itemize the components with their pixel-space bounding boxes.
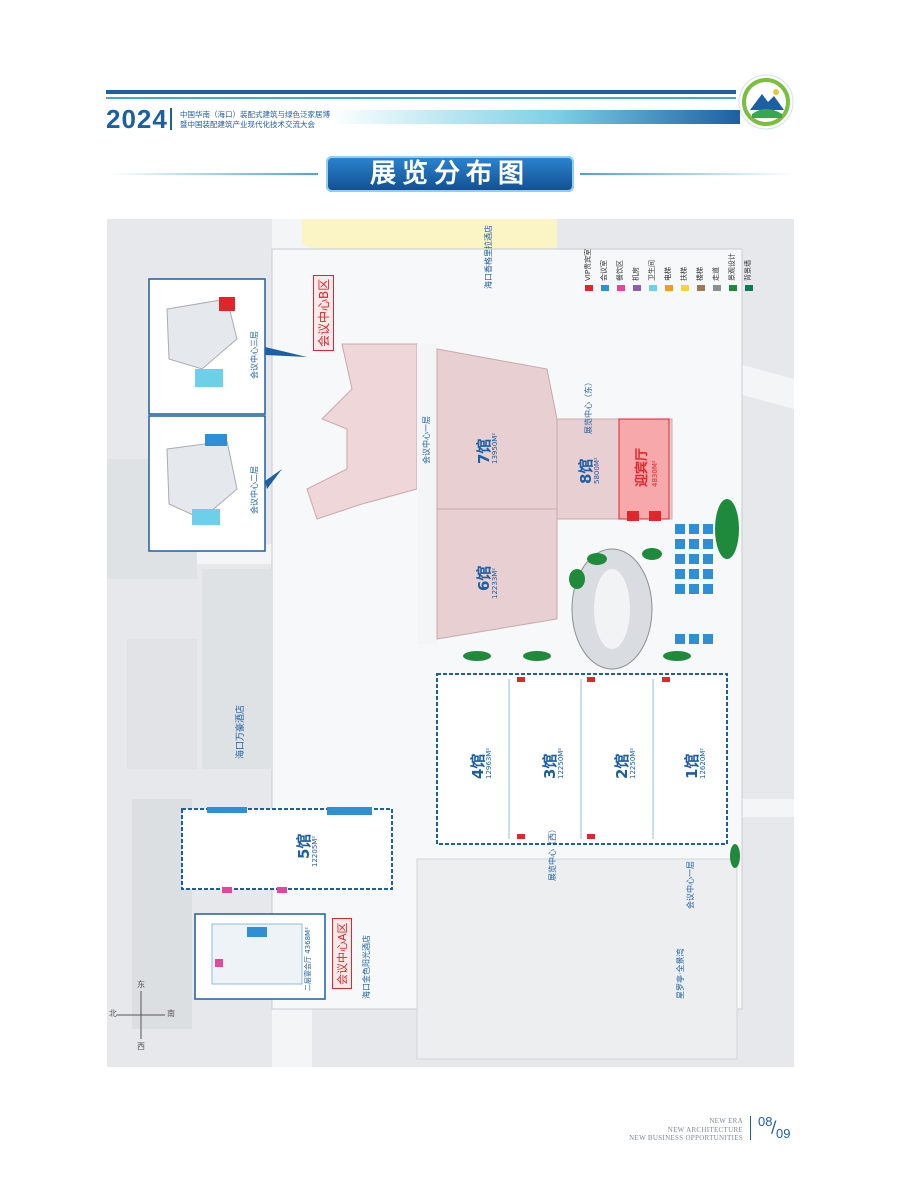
hall-6-area: 12233M² [491,567,499,599]
header-subtitle-1: 中国华南（海口）装配式建筑与绿色泛家居博览会 [180,110,345,119]
section-title: 展览分布图 [369,159,530,189]
compass-east: 东 [137,980,145,989]
legend-label: 景观设计 [728,253,736,281]
legend-item [665,285,673,291]
header-rule [106,90,736,94]
header-rule-thin [106,97,736,99]
section-title-box [326,156,574,192]
conf-b-1f-label: 会议中心一层 [422,416,431,464]
conf-1f-label: 会议中心一层 [686,861,695,909]
header-subtitle-2: 暨中国装配建筑产业现代化技术交流大会 [180,120,315,129]
conf-a-label: 会议中心A区 [332,918,352,989]
expo-west-label: 展览中心（西） [548,825,557,881]
compass-south: 南 [167,1009,175,1018]
plaza-label: 星罗亭·全景湾 [676,948,685,999]
legend-item [745,285,753,291]
expo-east-label: 展览中心（东） [584,378,593,434]
legend-label: 卫生间 [648,260,656,281]
footer-line-1: NEW ERA [709,1117,743,1125]
page-number-right: 09 [776,1126,791,1141]
hotel-left-label: 海口万豪酒店 [236,704,246,759]
conf-b-3f-label: 会议中心三层 [250,331,259,379]
legend-label: 电梯 [664,267,672,281]
footer-slogan: NEW ERA NEW ARCHITECTURE NEW BUSINESS OP… [629,1117,743,1143]
page-slash: / [771,1117,777,1136]
legend-label: 楼梯 [696,267,704,281]
hall-5-area: 12205M² [311,835,319,867]
legend-label: 机房 [632,267,640,281]
legend-label: 会议室 [600,260,608,281]
page-number-left: 08 [758,1114,773,1129]
hotel-bottom-left-label: 海口金色阳光酒店 [362,935,371,999]
vip-hall-label: 迎宾厅 [635,447,650,487]
legend-item [633,285,641,291]
hall-4-area: 12963M² [485,747,493,779]
compass-north: 北 [109,1009,117,1018]
map-drawing [107,219,794,1067]
vip-hall-area: 4830M² [651,460,659,487]
map-legend: VIP贵宾室 会议室 餐饮区 机房 卫生间 电梯 扶梯 楼梯 走道 景观设计 背… [584,235,755,305]
conf-b-label: 会议中心B区 [313,274,334,351]
hotel-top-label: 海口香格里拉酒店 [484,225,493,289]
header-gradient-band [330,110,740,124]
legend-item [729,285,737,291]
exhibition-map: VIP贵宾室 会议室 餐饮区 机房 卫生间 电梯 扶梯 楼梯 走道 景观设计 背… [107,219,794,1067]
title-rule-right [580,173,794,175]
hall-3-area: 12250M² [557,747,565,779]
legend-item [681,285,689,291]
header-separator [170,108,172,130]
legend-item [697,285,705,291]
legend-item [617,285,625,291]
header-year: 2024 [106,104,168,134]
expo-logo-icon [738,74,794,130]
hall-8-area: 5800M² [593,457,601,484]
conf-a-2f-label: 二层宴会厅 4368M² [304,927,312,991]
legend-label: 餐饮区 [616,260,624,281]
conf-b-2f-label: 会议中心二层 [250,466,259,514]
legend-label: 背景墙 [744,260,752,281]
hall-1-area: 12620M² [699,747,707,779]
legend-item [601,285,609,291]
hall-2-area: 12250M² [629,747,637,779]
hall-7-area: 13950M² [491,432,499,464]
legend-label: VIP贵宾室 [584,248,592,281]
legend-item [713,285,721,291]
legend-label: 扶梯 [680,267,688,281]
footer-line-2: NEW ARCHITECTURE [667,1125,743,1134]
compass-west: 西 [137,1042,145,1051]
legend-item [585,285,593,291]
legend-label: 走道 [712,267,720,281]
title-rule-left [108,173,318,175]
legend-item [649,285,657,291]
footer-separator [750,1116,751,1140]
footer-line-3: NEW BUSINESS OPPORTUNITIES [629,1134,743,1142]
